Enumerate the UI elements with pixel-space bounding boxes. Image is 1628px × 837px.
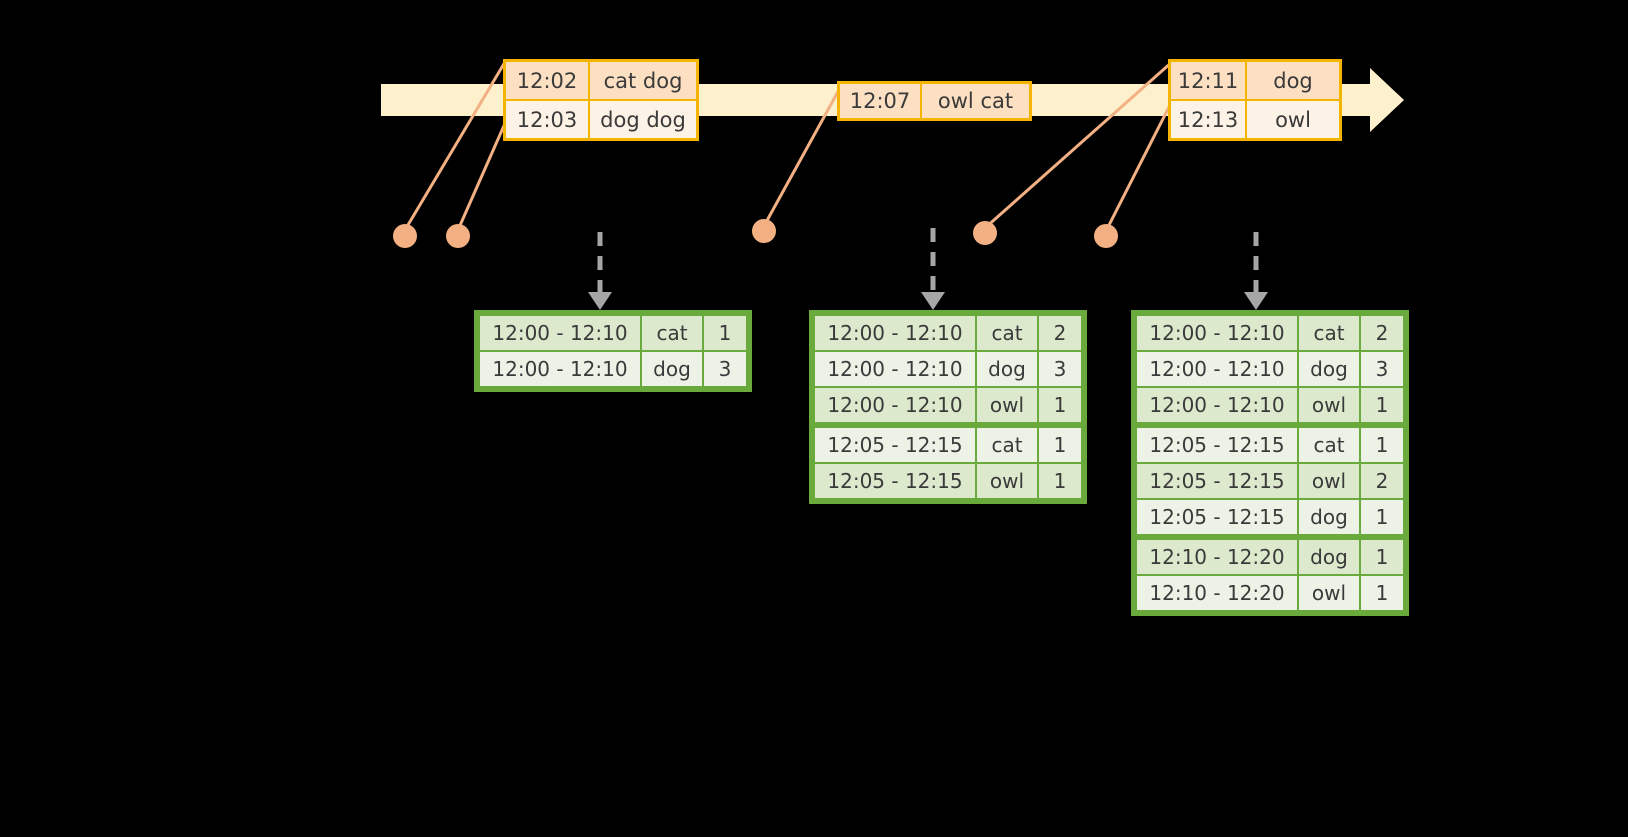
count-cell: 3 bbox=[704, 352, 746, 386]
word-cell: owl bbox=[977, 388, 1037, 422]
timeline-arrow-head bbox=[1370, 68, 1404, 132]
count-cell: 1 bbox=[704, 316, 746, 350]
window-range-cell: 12:05 - 12:15 bbox=[815, 428, 975, 462]
count-cell: 1 bbox=[1039, 388, 1081, 422]
window-range-cell: 12:00 - 12:10 bbox=[815, 388, 975, 422]
word-cell: owl bbox=[977, 464, 1037, 498]
count-cell: 1 bbox=[1361, 576, 1403, 610]
window-range-cell: 12:00 - 12:10 bbox=[815, 316, 975, 350]
count-cell: 2 bbox=[1361, 316, 1403, 350]
word-cell: dog bbox=[1299, 500, 1359, 534]
window-range-cell: 12:05 - 12:15 bbox=[815, 464, 975, 498]
event-row: 12:07 owl cat bbox=[840, 84, 1029, 118]
marker-dot-3 bbox=[752, 219, 776, 243]
window-range-cell: 12:00 - 12:10 bbox=[1137, 388, 1297, 422]
count-cell: 2 bbox=[1039, 316, 1081, 350]
event-words: owl cat bbox=[922, 84, 1029, 118]
count-cell: 1 bbox=[1361, 540, 1403, 574]
window-range-cell: 12:00 - 12:10 bbox=[480, 352, 640, 386]
marker-dot-4 bbox=[973, 221, 997, 245]
event-time: 12:13 bbox=[1171, 101, 1247, 138]
count-cell: 1 bbox=[1361, 388, 1403, 422]
window-range-cell: 12:00 - 12:10 bbox=[815, 352, 975, 386]
flow-arrow-3-head bbox=[1244, 292, 1268, 310]
word-cell: owl bbox=[1299, 576, 1359, 610]
window-range-cell: 12:05 - 12:15 bbox=[1137, 428, 1297, 462]
marker-dot-2 bbox=[446, 224, 470, 248]
count-cell: 1 bbox=[1039, 464, 1081, 498]
count-cell: 1 bbox=[1039, 428, 1081, 462]
word-cell: owl bbox=[1299, 464, 1359, 498]
event-group-2[interactable]: 12:07 owl cat bbox=[837, 81, 1032, 121]
event-time: 12:03 bbox=[506, 101, 590, 138]
table-group-separator bbox=[815, 424, 1081, 426]
event-words: cat dog bbox=[590, 62, 696, 99]
word-cell: cat bbox=[642, 316, 702, 350]
count-cell: 2 bbox=[1361, 464, 1403, 498]
count-cell: 1 bbox=[1361, 500, 1403, 534]
connector-5 bbox=[1104, 104, 1172, 232]
window-range-cell: 12:05 - 12:15 bbox=[1137, 500, 1297, 534]
count-cell: 1 bbox=[1361, 428, 1403, 462]
event-row: 12:02 cat dog bbox=[506, 62, 696, 99]
event-row: 12:03 dog dog bbox=[506, 99, 696, 138]
word-cell: cat bbox=[1299, 316, 1359, 350]
window-range-cell: 12:05 - 12:15 bbox=[1137, 464, 1297, 498]
table-group-separator bbox=[1137, 424, 1403, 426]
word-cell: dog bbox=[1299, 540, 1359, 574]
word-cell: cat bbox=[977, 428, 1037, 462]
word-cell: cat bbox=[977, 316, 1037, 350]
word-cell: dog bbox=[977, 352, 1037, 386]
window-range-cell: 12:00 - 12:10 bbox=[1137, 352, 1297, 386]
table-group-separator bbox=[1137, 536, 1403, 538]
word-cell: dog bbox=[1299, 352, 1359, 386]
event-words: dog bbox=[1247, 62, 1339, 99]
window-range-cell: 12:00 - 12:10 bbox=[1137, 316, 1297, 350]
flow-arrow-1-head bbox=[588, 292, 612, 310]
window-range-cell: 12:00 - 12:10 bbox=[480, 316, 640, 350]
window-range-cell: 12:10 - 12:20 bbox=[1137, 540, 1297, 574]
marker-dot-1 bbox=[393, 224, 417, 248]
word-cell: owl bbox=[1299, 388, 1359, 422]
window-range-cell: 12:10 - 12:20 bbox=[1137, 576, 1297, 610]
word-cell: cat bbox=[1299, 428, 1359, 462]
count-cell: 3 bbox=[1039, 352, 1081, 386]
flow-arrow-2-head bbox=[921, 292, 945, 310]
event-group-1[interactable]: 12:02 cat dog 12:03 dog dog bbox=[503, 59, 699, 141]
word-cell: dog bbox=[642, 352, 702, 386]
event-time: 12:07 bbox=[840, 84, 922, 118]
count-cell: 3 bbox=[1361, 352, 1403, 386]
event-words: owl bbox=[1247, 101, 1339, 138]
event-group-3[interactable]: 12:11 dog 12:13 owl bbox=[1168, 59, 1342, 141]
marker-dot-5 bbox=[1094, 224, 1118, 248]
event-row: 12:11 dog bbox=[1171, 62, 1339, 99]
event-words: dog dog bbox=[590, 101, 696, 138]
event-time: 12:11 bbox=[1171, 62, 1247, 99]
event-time: 12:02 bbox=[506, 62, 590, 99]
event-row: 12:13 owl bbox=[1171, 99, 1339, 138]
